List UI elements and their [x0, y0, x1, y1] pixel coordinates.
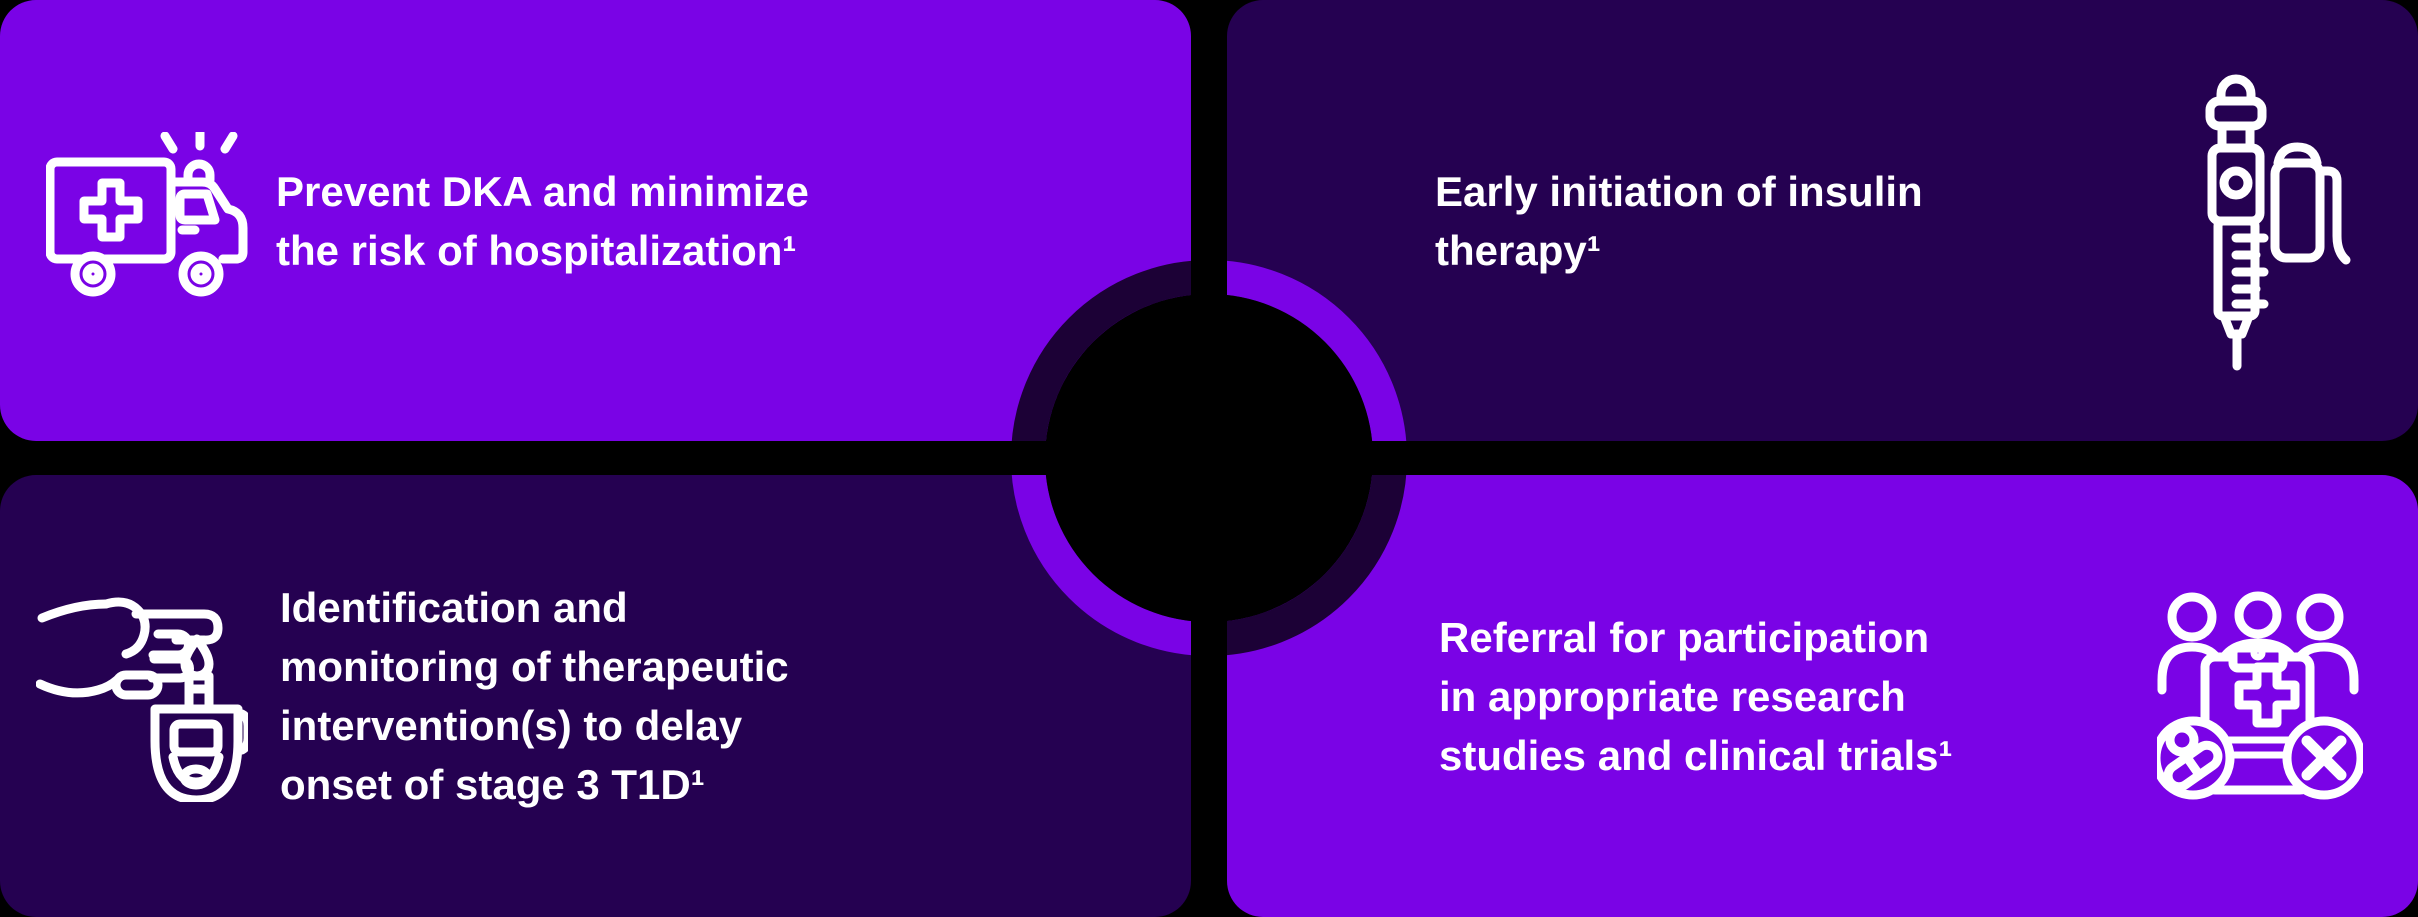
insulin-pen-icon — [2205, 74, 2351, 370]
card-identification-monitoring: Identification and monitoring of therape… — [0, 475, 1191, 917]
card-insulin-therapy: Early initiation of insulin therapy¹ — [1227, 0, 2418, 441]
card-prevent-dka-text: Prevent DKA and minimize the risk of hos… — [276, 167, 809, 274]
card-research-referral: Referral for participation in appropriat… — [1227, 475, 2418, 917]
card-prevent-dka: Prevent DKA and minimize the risk of hos… — [0, 0, 1191, 441]
card-research-referral-text: Referral for participation in appropriat… — [1439, 613, 1953, 779]
clinical-trials-icon — [2157, 591, 2363, 800]
card-identification-monitoring-text: Identification and monitoring of therape… — [280, 584, 789, 808]
card-insulin-therapy-text: Early initiation of insulin therapy¹ — [1435, 167, 1923, 274]
center-ring-decoration — [989, 238, 1429, 678]
blood-glucose-meter-icon — [36, 597, 248, 802]
ambulance-icon — [46, 131, 248, 296]
